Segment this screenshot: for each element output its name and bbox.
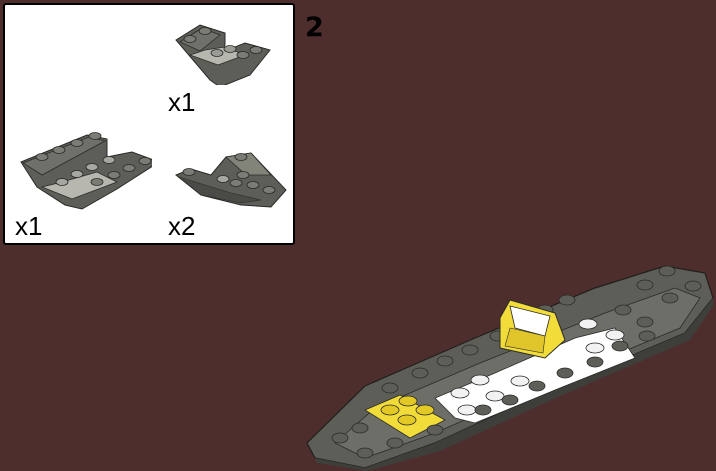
part-wedge-bow-icon: [175, 152, 287, 208]
parts-callout-box: x1 x1 x2: [3, 3, 295, 245]
part-quantity-3: x2: [168, 211, 196, 241]
step-number: 2: [305, 12, 324, 43]
part-quantity-1: x1: [168, 87, 196, 117]
part-slope-inverted-2x6-icon: [20, 132, 152, 210]
part-slope-inverted-2x4-icon: [175, 24, 271, 85]
part-quantity-2: x1: [15, 211, 43, 241]
boat-hull-model-icon: [306, 265, 714, 471]
